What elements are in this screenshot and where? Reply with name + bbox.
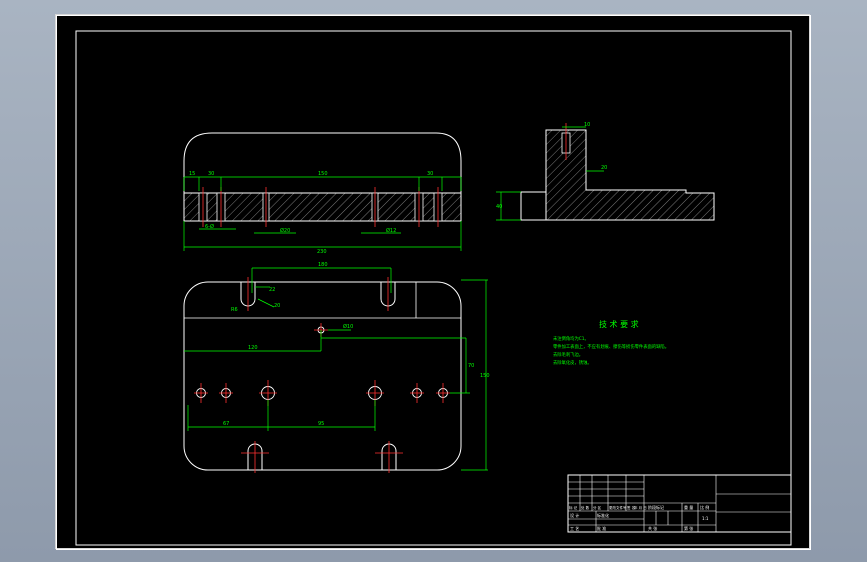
dim-top-left-gap: 30 xyxy=(208,171,214,177)
dim-plan-slot-depth: 22 xyxy=(269,287,275,293)
tech-req-title: 技 术 要 求 xyxy=(599,319,639,329)
title-block-weight: 重 量 xyxy=(684,504,693,510)
dim-top-hole-right: Ø12 xyxy=(386,227,396,234)
title-block-sheet-no: 第 张 xyxy=(684,525,693,531)
dim-plan-bottom-span: 95 xyxy=(318,421,324,427)
dim-top-right-gap: 30 xyxy=(427,171,433,177)
title-block-approve: 批 准 xyxy=(597,525,606,531)
side-view-boss xyxy=(520,191,547,221)
title-block-label: 签 名 xyxy=(627,505,635,510)
dim-top-span: 150 xyxy=(318,171,328,177)
sheet-border-inner xyxy=(75,30,792,546)
title-block[interactable]: 标 记 处 数 分 区 更改文件号 签 名 年 月 日 设 计 标准化 阶段标记… xyxy=(567,474,792,533)
dim-side-slot: 10 xyxy=(584,122,590,128)
dim-plan-center-offset: 120 xyxy=(248,345,258,351)
tech-req-line: 去除毛刺飞边。 xyxy=(553,351,583,358)
title-block-scale-value: 1:1 xyxy=(702,516,709,521)
top-view-outline xyxy=(183,132,462,195)
title-block-label: 处 数 xyxy=(581,505,590,510)
dim-plan-slot-r: R6 xyxy=(231,307,238,313)
dim-plan-bottom-left: 67 xyxy=(223,421,229,427)
cad-drawing[interactable]: 15 30 150 30 6-Ø Ø20 Ø12 230 10 40 20 xyxy=(56,15,811,550)
title-block-sheet-total: 共 张 xyxy=(648,525,657,531)
dim-top-hole-left: 6-Ø xyxy=(205,223,214,230)
plan-view[interactable]: 180 22 20 R6 Ø10 120 70 150 67 95 xyxy=(183,262,490,473)
dim-side-height: 20 xyxy=(601,165,607,171)
tech-req-line: 未注倒角均为C1。 xyxy=(553,335,589,342)
title-block-standardize: 标准化 xyxy=(597,512,609,518)
title-block-process: 工 艺 xyxy=(570,526,579,531)
tech-req-line: 去除氧化皮，锈蚀。 xyxy=(553,359,592,366)
dim-side-thickness: 40 xyxy=(496,204,502,210)
dim-plan-slot-span: 180 xyxy=(318,262,328,268)
dim-top-total: 230 xyxy=(317,249,327,255)
technical-requirements: 技 术 要 求 未注倒角均为C1。 零件加工表面上，不应有划痕、擦伤等损伤零件表… xyxy=(553,319,669,366)
title-block-stage: 阶段标记 xyxy=(648,504,664,510)
title-block-label: 年 月 日 xyxy=(634,505,647,510)
dim-plan-height-total: 150 xyxy=(480,373,490,379)
cad-viewport[interactable]: 15 30 150 30 6-Ø Ø20 Ø12 230 10 40 20 xyxy=(55,14,811,550)
tech-req-line: 零件加工表面上，不应有划痕、擦伤等损伤零件表面的缺陷。 xyxy=(553,343,669,350)
dim-plan-height-1: 70 xyxy=(468,363,474,369)
title-block-label: 更改文件号 xyxy=(609,505,627,510)
side-view[interactable]: 10 40 20 xyxy=(496,122,715,221)
title-block-label: 分 区 xyxy=(593,505,602,510)
title-block-label: 标 记 xyxy=(569,505,578,510)
plan-view-outline xyxy=(183,281,462,471)
dim-plan-center-hole: Ø10 xyxy=(343,323,353,330)
title-block-scale: 比 例 xyxy=(700,504,709,510)
dim-top-left-edge: 15 xyxy=(189,171,195,177)
title-block-design: 设 计 xyxy=(570,512,579,518)
top-view[interactable]: 15 30 150 30 6-Ø Ø20 Ø12 230 xyxy=(183,132,462,255)
dim-top-hole-mid: Ø20 xyxy=(280,227,290,234)
sheet-border-outer xyxy=(56,15,811,550)
dim-plan-slot-w: 20 xyxy=(274,303,280,309)
side-view-section xyxy=(545,129,715,221)
